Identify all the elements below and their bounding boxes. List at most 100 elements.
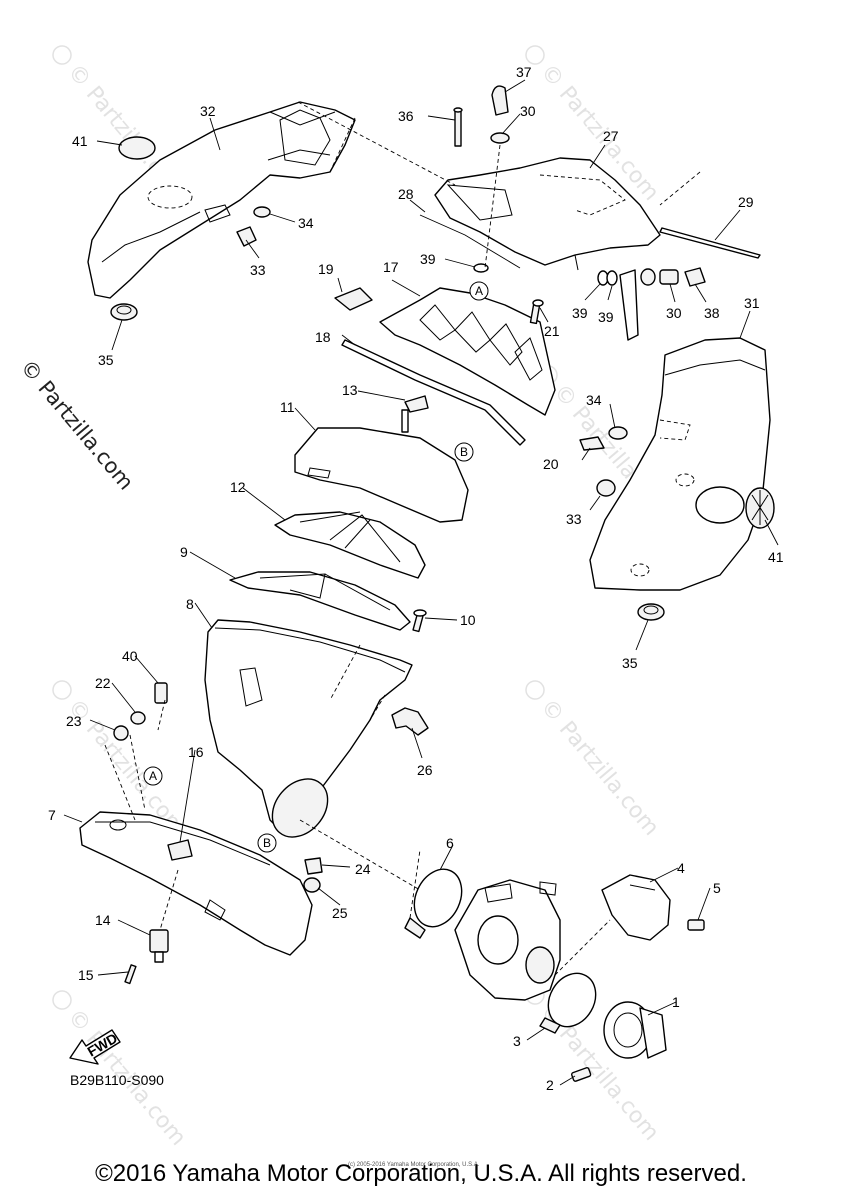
ref-marker-b-top: B bbox=[454, 442, 474, 462]
callout-1: 1 bbox=[672, 994, 680, 1010]
screw-part-10 bbox=[412, 609, 427, 633]
callout-3: 3 bbox=[513, 1033, 521, 1049]
callout-18: 18 bbox=[315, 329, 331, 345]
callout-30: 30 bbox=[520, 103, 536, 119]
watermark-copyright-icon bbox=[525, 680, 545, 700]
bracket-part-17 bbox=[379, 287, 556, 416]
damper-part-34-right bbox=[608, 426, 628, 440]
ref-marker-a-top: A bbox=[469, 281, 489, 301]
grommet-part-35-left bbox=[110, 303, 138, 321]
callout-labels: 1 2 3 4 5 6 7 8 9 10 11 12 13 14 15 16 1… bbox=[48, 64, 784, 1093]
damper-part-33-left bbox=[236, 226, 257, 247]
leader-lines bbox=[63, 79, 779, 1086]
collar-part-22 bbox=[130, 711, 146, 725]
bolt-part-40 bbox=[154, 682, 168, 704]
bolt-part-13 bbox=[401, 395, 429, 433]
callout-11: 11 bbox=[280, 399, 295, 415]
fitting-part-20 bbox=[579, 436, 605, 451]
callout-13: 13 bbox=[342, 382, 358, 398]
filter-part-9 bbox=[229, 571, 411, 631]
joint-part-1 bbox=[603, 1001, 667, 1059]
callout-34: 34 bbox=[298, 215, 314, 231]
callout-39-right-a: 39 bbox=[572, 305, 588, 321]
callout-40: 40 bbox=[122, 648, 138, 664]
callout-8: 8 bbox=[186, 596, 194, 612]
throttle-body bbox=[454, 879, 561, 1001]
damper-part-34-left bbox=[253, 206, 271, 218]
air-box-part-8 bbox=[204, 619, 413, 838]
svg-text:B: B bbox=[460, 445, 468, 459]
svg-text:A: A bbox=[475, 284, 483, 298]
figure-code: B29B110-S090 bbox=[70, 1072, 164, 1088]
watermark-copyright-icon bbox=[525, 45, 545, 65]
callout-26: 26 bbox=[417, 762, 433, 778]
callout-21: 21 bbox=[544, 323, 560, 339]
callout-20: 20 bbox=[543, 456, 559, 472]
clip-part-19 bbox=[334, 287, 373, 311]
cover-part-11 bbox=[294, 427, 469, 523]
callout-41: 41 bbox=[72, 133, 88, 149]
bolt-part-38 bbox=[684, 267, 706, 287]
washer-part-39-right-b bbox=[606, 270, 618, 286]
cable-part-28 bbox=[419, 214, 521, 269]
fitting-part-37 bbox=[491, 85, 509, 116]
side-cover-right-part-31 bbox=[589, 337, 771, 591]
callout-22: 22 bbox=[95, 675, 111, 691]
callout-17: 17 bbox=[383, 259, 399, 275]
bolt-part-2 bbox=[571, 1067, 592, 1082]
bolt-part-21 bbox=[529, 299, 544, 325]
ref-marker-b-bottom: B bbox=[257, 833, 277, 853]
callout-27: 27 bbox=[603, 128, 619, 144]
grommet-part-35-right bbox=[637, 603, 665, 621]
callout-9: 9 bbox=[180, 544, 188, 560]
callout-4: 4 bbox=[677, 860, 685, 876]
fine-print: (c) 2005-2016 Yamaha Motor Corporation, … bbox=[348, 1162, 480, 1168]
callout-14: 14 bbox=[95, 912, 111, 928]
elbow-fitting-part-26 bbox=[391, 707, 429, 736]
ref-marker-a-bottom: A bbox=[143, 766, 163, 786]
collar-part-24 bbox=[304, 857, 323, 875]
rod-part-29 bbox=[659, 227, 761, 259]
sensor-part-14 bbox=[149, 929, 169, 963]
callout-36: 36 bbox=[398, 108, 414, 124]
screw-part-15 bbox=[124, 964, 137, 985]
bolt-part-5 bbox=[687, 919, 705, 931]
grommet-part-25 bbox=[303, 877, 321, 893]
grommet-part-30-top bbox=[490, 132, 510, 144]
watermark-copyright-icon bbox=[52, 680, 72, 700]
duct-part-7 bbox=[79, 811, 313, 956]
callout-24: 24 bbox=[355, 861, 371, 877]
clamp-part-3 bbox=[539, 972, 597, 1034]
callout-41-right: 41 bbox=[768, 549, 784, 565]
copyright-notice: ©2016 Yamaha Motor Corporation, U.S.A. A… bbox=[95, 1160, 747, 1187]
collar-part-30-right bbox=[659, 269, 679, 285]
callout-30-right: 30 bbox=[666, 305, 682, 321]
callout-39: 39 bbox=[420, 251, 436, 267]
callout-35: 35 bbox=[98, 352, 114, 368]
side-cover-left-part-32 bbox=[87, 101, 356, 299]
watermark-text: © Partzilla.com bbox=[535, 695, 663, 841]
callout-23: 23 bbox=[66, 713, 82, 729]
svg-text:A: A bbox=[149, 769, 157, 783]
callout-25: 25 bbox=[332, 905, 348, 921]
callout-35-right: 35 bbox=[622, 655, 638, 671]
callout-19: 19 bbox=[318, 261, 334, 277]
callout-5: 5 bbox=[713, 880, 721, 896]
callout-37: 37 bbox=[516, 64, 532, 80]
air-scoop-part-27 bbox=[434, 157, 661, 271]
clamp-part-6 bbox=[404, 868, 463, 939]
watermark-copyright-icon bbox=[52, 45, 72, 65]
watermark-copyright-icon bbox=[52, 990, 72, 1010]
grommet-part-23 bbox=[113, 725, 129, 741]
callout-7: 7 bbox=[48, 807, 56, 823]
callout-28: 28 bbox=[398, 186, 414, 202]
callout-6: 6 bbox=[446, 835, 454, 851]
callout-10: 10 bbox=[460, 612, 476, 628]
bolt-part-36 bbox=[453, 107, 463, 147]
emblem-part-41-left bbox=[118, 136, 156, 160]
cover-part-4 bbox=[601, 874, 671, 941]
callout-33-right: 33 bbox=[566, 511, 582, 527]
callout-38: 38 bbox=[704, 305, 720, 321]
callout-2: 2 bbox=[546, 1077, 554, 1093]
